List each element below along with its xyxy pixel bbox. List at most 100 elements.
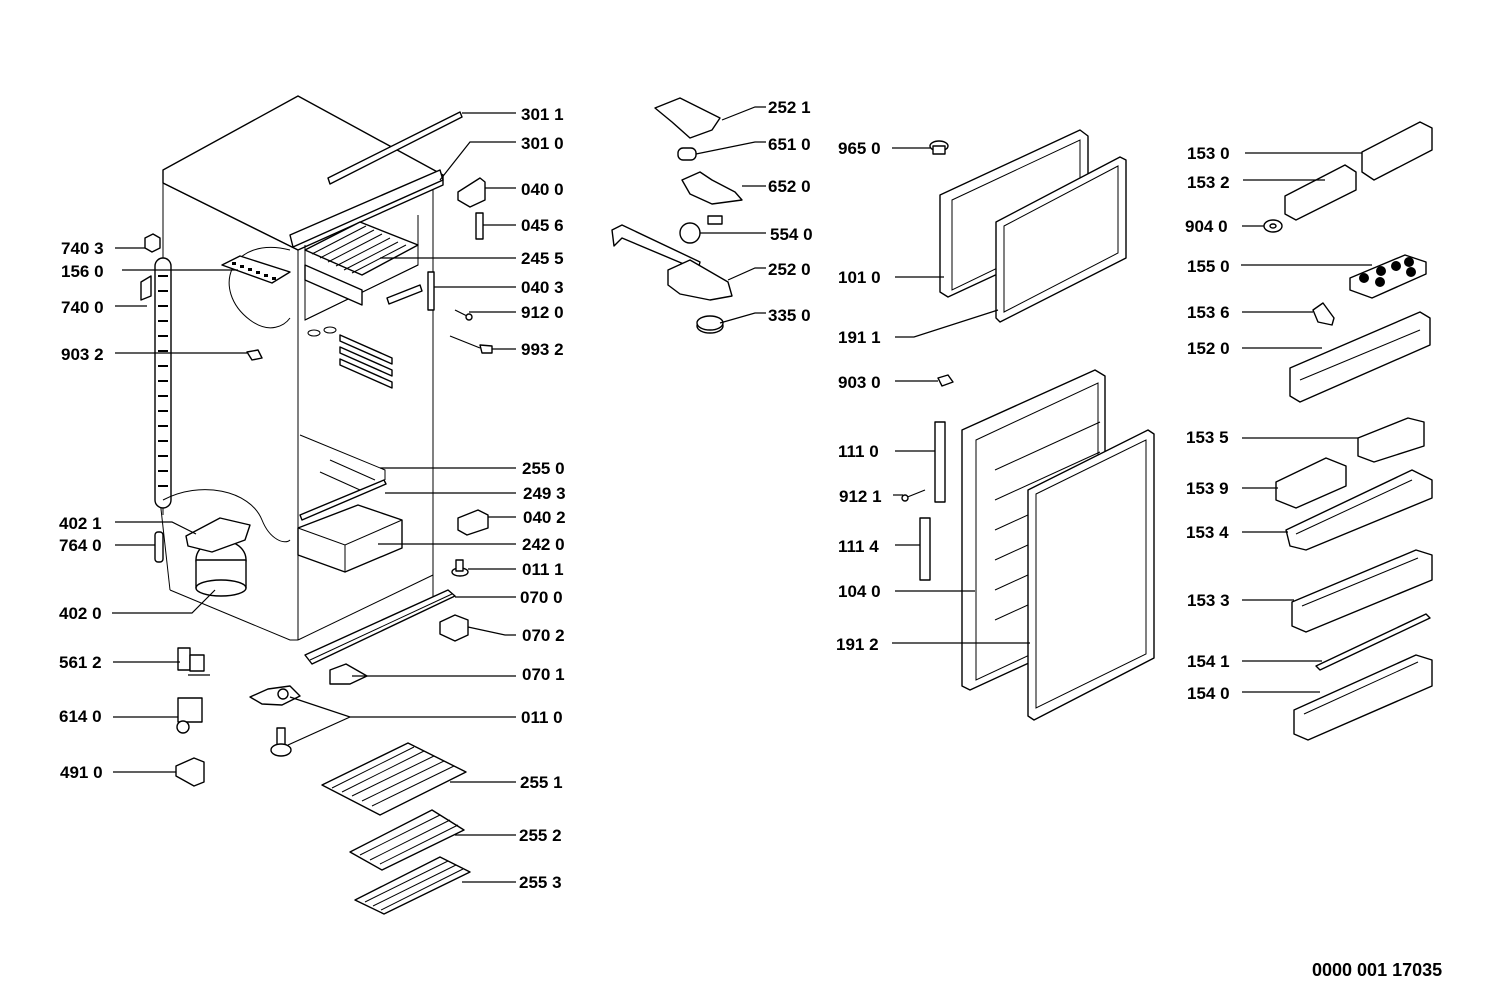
- label-152-0: 152 0: [1187, 339, 1230, 358]
- part-154-0-door-shelf: [1293, 654, 1433, 741]
- part-993-2-sensor: [449, 335, 493, 354]
- label-255-2: 255 2: [519, 826, 562, 845]
- part-651-0-bulb: [677, 147, 697, 161]
- label-153-4: 153 4: [1186, 523, 1229, 542]
- label-764-0: 764 0: [59, 536, 102, 555]
- part-111-0-handle: [934, 421, 946, 503]
- part-111-4-handle-cover: [919, 517, 931, 581]
- part-152-0-door-shelf: [1289, 311, 1431, 403]
- label-040-0: 040 0: [521, 180, 564, 199]
- part-301-1-strip: [327, 111, 463, 185]
- label-101-0: 101 0: [838, 268, 881, 287]
- label-242-0: 242 0: [522, 535, 565, 554]
- label-153-2: 153 2: [1187, 173, 1230, 192]
- label-402-0: 402 0: [59, 604, 102, 623]
- label-301-0: 301 0: [521, 134, 564, 153]
- part-040-0-hinge: [457, 177, 486, 208]
- label-912-0: 912 0: [521, 303, 564, 322]
- cabinet-body: [159, 95, 444, 641]
- part-255-2-shelf: [349, 809, 465, 871]
- part-965-0-cap: [929, 140, 949, 155]
- label-104-0: 104 0: [838, 582, 881, 601]
- label-255-1: 255 1: [520, 773, 563, 792]
- leader-lines: [112, 106, 1372, 883]
- part-402-1-relay: [185, 517, 251, 553]
- part-153-4-door-shelf: [1285, 469, 1433, 551]
- label-249-3: 249 3: [523, 484, 566, 503]
- label-252-0: 252 0: [768, 260, 811, 279]
- label-191-2: 191 2: [836, 635, 879, 654]
- part-070-2-clip: [439, 614, 469, 642]
- label-912-1: 912 1: [839, 487, 882, 506]
- part-740-3-cube: [144, 233, 161, 253]
- label-154-0: 154 0: [1187, 684, 1230, 703]
- label-740-3: 740 3: [61, 239, 104, 258]
- label-904-0: 904 0: [1185, 217, 1228, 236]
- label-965-0: 965 0: [838, 139, 881, 158]
- label-554-0: 554 0: [770, 225, 813, 244]
- label-153-9: 153 9: [1186, 479, 1229, 498]
- label-491-0: 491 0: [60, 763, 103, 782]
- label-740-0: 740 0: [61, 298, 104, 317]
- part-155-0-egg-tray: [1349, 254, 1427, 299]
- label-245-5: 245 5: [521, 249, 564, 268]
- label-070-2: 070 2: [522, 626, 565, 645]
- label-903-2: 903 2: [61, 345, 104, 364]
- part-912-1-screw: [901, 489, 926, 502]
- label-301-1: 301 1: [521, 105, 564, 124]
- label-111-4: 111 4: [838, 537, 879, 556]
- part-255-3-shelf: [354, 856, 471, 915]
- label-153-3: 153 3: [1187, 591, 1230, 610]
- label-614-0: 614 0: [59, 707, 102, 726]
- part-740-0-condenser: [140, 257, 172, 509]
- part-045-6-pin: [475, 212, 484, 240]
- label-040-2: 040 2: [523, 508, 566, 527]
- part-249-3-shelf-trim: [299, 479, 387, 521]
- shelf-supports: [307, 326, 393, 389]
- label-252-1: 252 1: [768, 98, 811, 117]
- part-070-0-grille: [304, 589, 456, 665]
- part-903-2-screw: [246, 349, 263, 361]
- part-904-0-washer: [1263, 219, 1283, 233]
- part-554-0-spring: [679, 215, 723, 244]
- part-153-2-butter-cover: [1284, 164, 1357, 221]
- part-614-0-switch: [176, 697, 203, 734]
- part-154-1-rail: [1315, 613, 1431, 671]
- label-154-1: 154 1: [1187, 652, 1230, 671]
- label-011-0: 011 0: [521, 708, 563, 727]
- part-903-0-screw: [937, 374, 954, 387]
- label-045-6: 045 6: [521, 216, 564, 235]
- label-561-2: 561 2: [59, 653, 102, 672]
- label-155-0: 155 0: [1187, 257, 1230, 276]
- label-651-0: 651 0: [768, 135, 811, 154]
- label-156-0: 156 0: [61, 262, 104, 281]
- part-242-0-crisper: [297, 504, 403, 573]
- label-993-2: 993 2: [521, 340, 564, 359]
- part-040-2-bracket: [457, 509, 489, 536]
- label-903-0: 903 0: [838, 373, 881, 392]
- label-070-0: 070 0: [520, 588, 563, 607]
- part-912-0-screw: [454, 309, 473, 321]
- part-245-5-freezer-shelf: [304, 221, 419, 306]
- label-153-0: 153 0: [1187, 144, 1230, 163]
- part-153-9-box: [1275, 457, 1347, 509]
- part-191-1-freezer-gasket: [995, 156, 1127, 323]
- part-191-2-fridge-gasket: [1027, 429, 1155, 721]
- label-153-6: 153 6: [1187, 303, 1230, 322]
- label-070-1: 070 1: [522, 665, 565, 684]
- label-111-0: 111 0: [838, 442, 879, 461]
- part-561-2-thermostat: [177, 647, 210, 676]
- part-153-6-divider: [1312, 302, 1335, 326]
- part-255-0-glass-shelf: [299, 434, 386, 491]
- label-402-1: 402 1: [59, 514, 102, 533]
- label-011-1: 011 1: [522, 560, 564, 579]
- part-652-0-lamp-holder: [681, 171, 743, 205]
- label-153-5: 153 5: [1186, 428, 1229, 447]
- label-335-0: 335 0: [768, 306, 811, 325]
- part-011-0-feet: [249, 685, 301, 757]
- part-153-5-box: [1357, 417, 1425, 463]
- part-252-1-light-cover: [654, 97, 721, 139]
- part-011-1-foot: [451, 559, 469, 577]
- label-040-3: 040 3: [521, 278, 564, 297]
